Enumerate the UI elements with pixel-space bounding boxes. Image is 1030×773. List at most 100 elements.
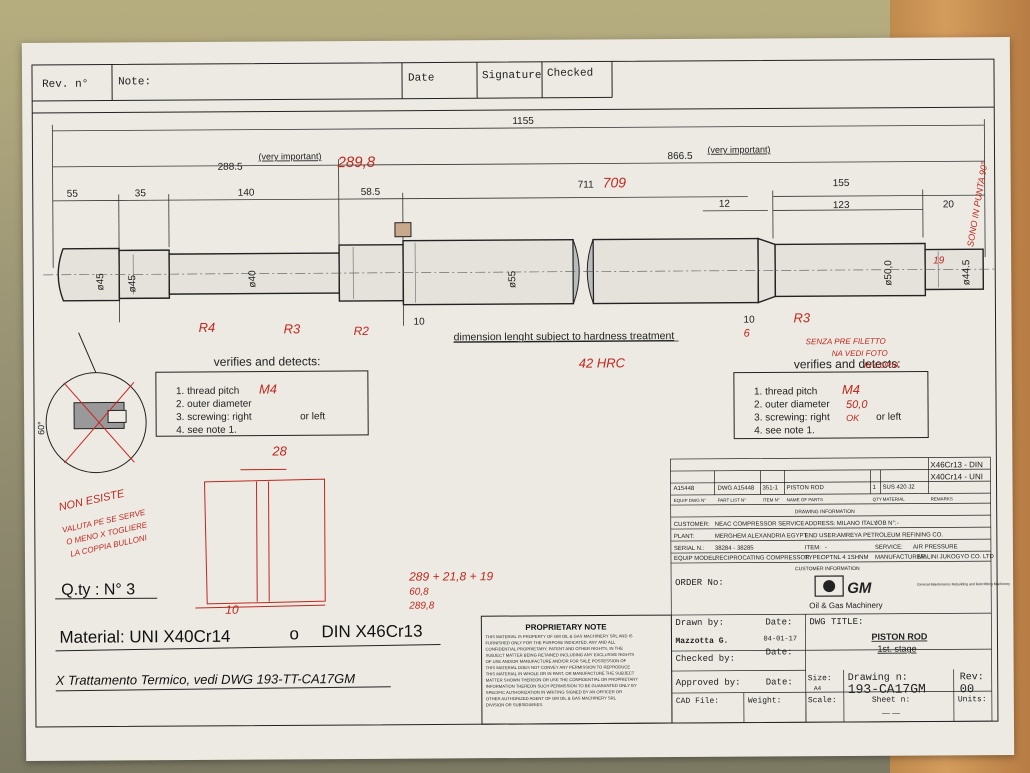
service-label: SERVICE: xyxy=(875,545,903,551)
drawing-sheet: Rev. n° Note: Date Signature Checked xyxy=(21,36,1015,762)
proprietary-line: SPECIFIC AUTHORIZATION IN WRITING SIGNED… xyxy=(486,689,622,695)
angle-60: 60° xyxy=(36,421,46,435)
hand-19: 19 xyxy=(933,255,945,266)
note-label: Note: xyxy=(118,76,151,88)
hand-r3a: R3 xyxy=(284,321,301,336)
cad-label: CAD File: xyxy=(676,697,719,706)
title-1: PISTON ROD xyxy=(871,632,927,642)
dim-dia50: ø50,0 xyxy=(883,260,894,286)
thread-detail-circle xyxy=(45,332,147,474)
plant: MERGHEM ALEXANDRIA EGYPT xyxy=(715,533,808,540)
rev-label: Rev. n° xyxy=(42,79,88,91)
hand-709: 709 xyxy=(603,174,627,190)
sheet: — — xyxy=(882,709,900,718)
material-alt: DIN X46Cr13 xyxy=(321,622,422,642)
row-cell-3: 351-1 xyxy=(763,485,779,491)
verify-right-title: verifies and detects: xyxy=(794,357,901,372)
hdr-3: ITEM N° xyxy=(763,497,780,502)
size-label: Size: xyxy=(808,674,832,683)
logo-side: General Maintenance Rebuilding and Retro… xyxy=(917,582,1010,587)
drawing-info: DRAWING INFORMATION xyxy=(795,509,855,515)
hand-r4: R4 xyxy=(199,320,216,335)
drawing-number: 193-CA17GM xyxy=(848,682,926,697)
company: Oil & Gas Machinery xyxy=(809,601,882,610)
hdr-6: MATERIAL xyxy=(883,497,906,502)
hand-m4a: M4 xyxy=(259,381,277,396)
proprietary-line: THIS MATERIAL IN WHOLE OR IN PART, OR MA… xyxy=(486,670,635,676)
plant-label: PLANT: xyxy=(674,534,695,540)
rev-label-tb: Rev: xyxy=(960,672,984,683)
drawn: Mazzotta G. xyxy=(675,637,728,646)
dim-10a: 10 xyxy=(413,317,425,328)
hand-sum3: 289,8 xyxy=(408,601,435,612)
approved-date-label: Date: xyxy=(766,677,793,687)
serial: 38284 - 38285 xyxy=(715,546,754,552)
dim-20: 20 xyxy=(943,199,955,210)
checked-label: Checked by: xyxy=(676,654,735,664)
proprietary-line: FURNISHED ONLY FOR THE PURPOSE INDICATED… xyxy=(485,640,616,646)
maker-label: MANUFACTURER: xyxy=(875,555,927,561)
address-label: ADDRESS: xyxy=(805,521,836,527)
address: MILANO ITALY xyxy=(837,521,877,527)
dim-total: 1155 xyxy=(512,116,534,127)
serial-label: SERIAL N.: xyxy=(674,546,705,552)
units-label: Units: xyxy=(958,695,987,704)
sheet-label: Sheet n: xyxy=(872,696,910,705)
dim-dia55: ø55 xyxy=(507,270,518,288)
proprietary-line: OF USE AND/OR MANUFACTURE AND/OR FOR SAL… xyxy=(486,658,627,664)
customer-info: CUSTOMER INFORMATION xyxy=(795,566,860,572)
dim-55: 55 xyxy=(67,189,79,200)
dim-12: 12 xyxy=(719,199,731,210)
hand-289: 289,8 xyxy=(337,154,376,171)
checked-date-label: Date: xyxy=(766,647,793,657)
hand-sum: 289 + 21,8 + 19 xyxy=(408,569,493,584)
hand-6: 6 xyxy=(744,328,751,340)
hand-sketch xyxy=(195,468,326,609)
drawing-label: Drawing n: xyxy=(848,672,908,684)
gm-logo-mark-icon xyxy=(823,580,836,593)
proprietary-line: SUBJECT MATTER BEING RETAINED INCLUDING … xyxy=(486,652,635,658)
hdr-2: PART LIST N° xyxy=(718,498,747,503)
dim-58-5: 58.5 xyxy=(361,187,381,198)
verify-right-or-left: or left xyxy=(876,412,901,423)
approved-label: Approved by: xyxy=(676,678,741,688)
hand-right-note-3: IN COPIA xyxy=(864,361,899,370)
dim-10b: 10 xyxy=(743,315,755,326)
row-cell-4: PISTON ROD xyxy=(787,485,825,491)
hdr-7: REMARKS xyxy=(931,496,953,501)
quantity: Q.ty : N° 3 xyxy=(61,581,135,598)
maker: MALINI JUKOGYO CO. LTD xyxy=(918,554,995,560)
rev: 00 xyxy=(960,682,974,696)
service: AIR PRESSURE xyxy=(913,544,958,550)
dim-123: 123 xyxy=(833,200,850,211)
gm-logo-icon xyxy=(814,575,844,597)
hand-m4b: M4 xyxy=(842,382,860,397)
hand-sum2: 60,8 xyxy=(409,587,429,598)
dim-dia44: ø44.5 xyxy=(961,259,972,285)
type: OPTNL 4 1SHNM xyxy=(821,555,869,561)
model: RECIPROCATING COMPRESSOR xyxy=(715,555,810,562)
dim-seg-right: 866.5 xyxy=(667,151,693,162)
dim-dia45a: ø45 xyxy=(95,273,106,291)
verify-left-item-1: 1. thread pitch xyxy=(176,386,239,397)
hand-side-note: SONO IN PUNTA 90° xyxy=(965,161,989,248)
date: 04-01-17 xyxy=(763,635,797,643)
item: - xyxy=(825,545,827,551)
hand-42hrc: 42 HRC xyxy=(579,355,626,370)
hand-28: 28 xyxy=(271,443,287,458)
dim-35: 35 xyxy=(135,188,147,199)
material-label: Material: UNI X40Cr14 xyxy=(59,627,230,647)
proprietary-line: THIS MATERIAL DOES NOT CONVEY ANY PERMIS… xyxy=(486,664,631,670)
proprietary-line: MATTER SHOWN THEREON OR USE THE CONFIDEN… xyxy=(486,677,639,683)
drawn-label: Drawn by: xyxy=(675,618,724,628)
verify-left-item-3: 3. screwing: right xyxy=(176,412,252,423)
enduser: AMREYA PETROLEUM REFINING CO. xyxy=(837,532,944,539)
hand-r3b: R3 xyxy=(793,310,810,325)
customer: NEAC COMPRESSOR SERVICE xyxy=(715,521,805,528)
item-label: ITEM: xyxy=(805,545,821,551)
hand-10: 10 xyxy=(225,603,239,617)
job: - xyxy=(897,521,899,527)
type-label: TYPE: xyxy=(805,555,823,561)
hand-right-note-2: NA VEDI FOTO xyxy=(832,349,888,358)
